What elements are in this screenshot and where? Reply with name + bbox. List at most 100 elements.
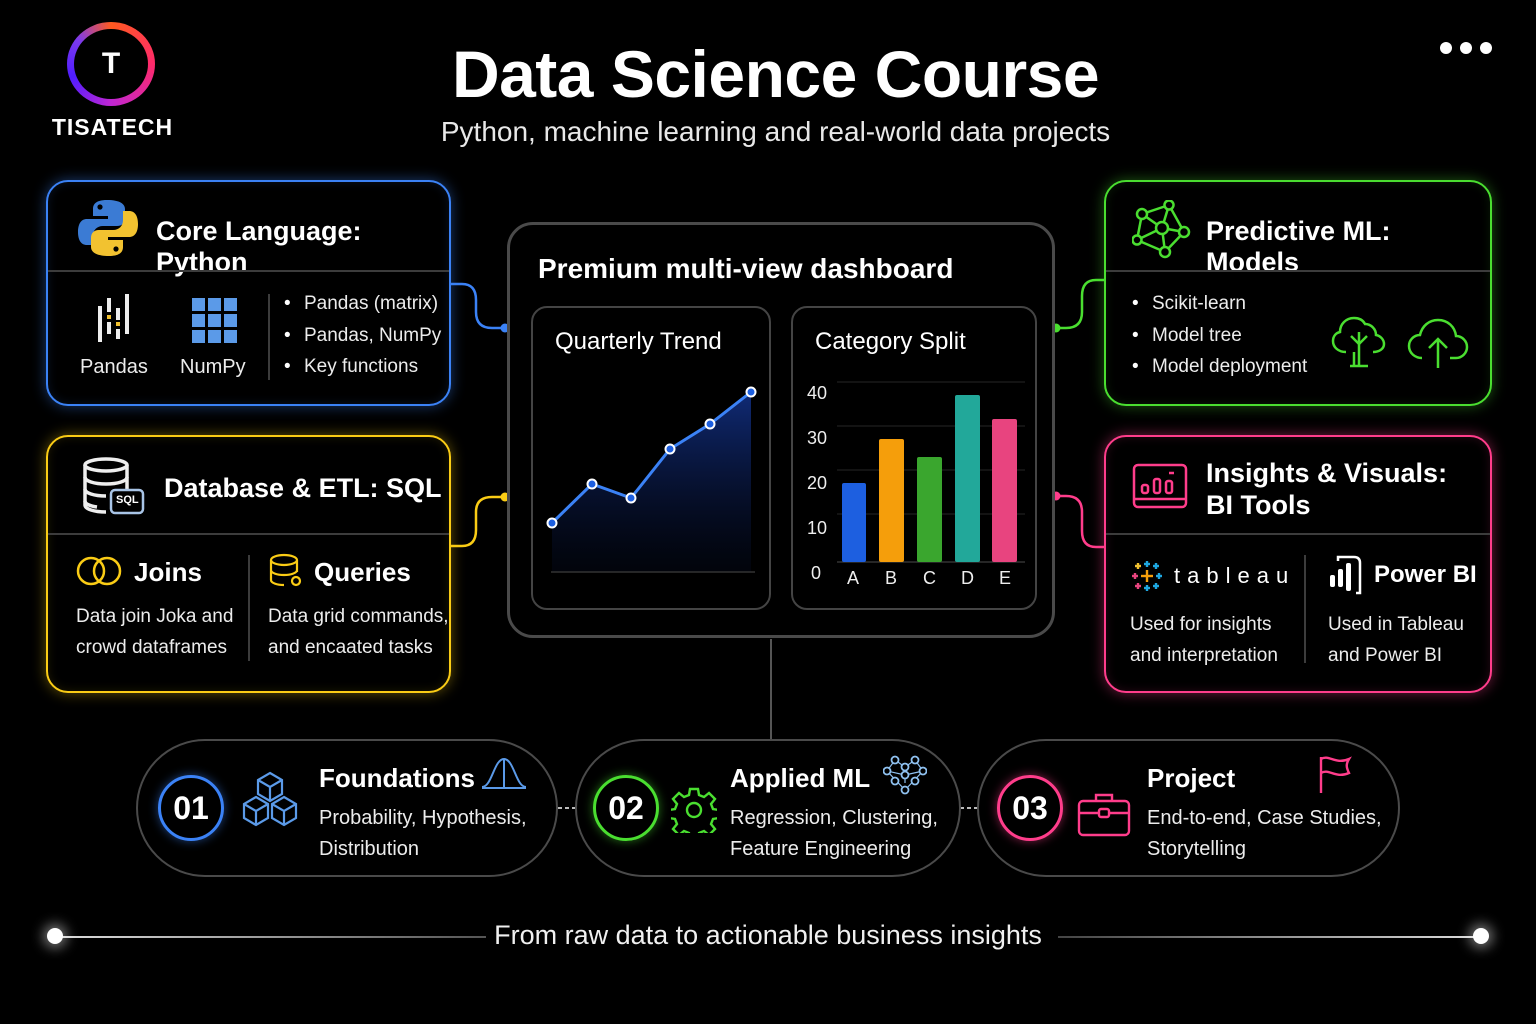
ml-card[interactable]: Predictive ML: Models Scikit-learn Model…: [1104, 180, 1492, 406]
brand-name: TISATECH: [51, 114, 174, 140]
cloud-upload-icon: [1406, 314, 1470, 375]
gear-icon: [667, 787, 721, 841]
bi-title-line: Insights & Visuals:: [1206, 458, 1448, 488]
quarterly-trend-title: Quarterly Trend: [555, 328, 722, 355]
tree-icon: [1330, 310, 1388, 375]
step-project[interactable]: 03 Project End-to-end, Case Studies, Sto…: [977, 739, 1400, 877]
ml-card-title: Predictive ML: Models: [1206, 216, 1391, 277]
column-separator: [248, 555, 250, 661]
step-number-badge: 03: [997, 775, 1063, 841]
dashboard-title: Premium multi-view dashboard: [538, 253, 954, 284]
bullet-item: Key functions: [282, 351, 441, 383]
footer-dot-right: [1473, 928, 1489, 944]
powerbi-logo-icon: [1330, 555, 1362, 595]
step-description: Regression, Clustering, Feature Engineer…: [730, 803, 938, 865]
flag-icon: [1317, 755, 1353, 800]
bi-title-line: BI Tools: [1206, 490, 1311, 520]
python-card[interactable]: Core Language: Python Pandas NumPy Panda…: [46, 180, 451, 406]
card-divider: [1106, 533, 1490, 535]
bullet-item: Pandas (matrix): [282, 288, 441, 320]
python-card-title: Core Language: Python: [156, 216, 362, 277]
powerbi-brand: Power BI: [1328, 555, 1477, 595]
database-query-icon: [268, 553, 304, 594]
step-foundations[interactable]: 01 Foundations Probability, Hypothesis, …: [136, 739, 558, 877]
network-graph-icon: [1131, 199, 1194, 265]
step-desc-line: Distribution: [319, 838, 420, 860]
bi-card[interactable]: Insights & Visuals: BI Tools tableau Use…: [1104, 435, 1492, 693]
y-axis-ticks: 40 30 20 10 0: [807, 371, 827, 596]
column-separator: [1304, 555, 1306, 663]
step-applied-ml[interactable]: 02 Applied ML Regression, Clustering, Fe…: [575, 739, 961, 877]
card-divider: [1106, 270, 1490, 272]
joins-line: Data join Joka and: [76, 606, 234, 627]
more-dot: [1480, 42, 1492, 54]
step-description: End-to-end, Case Studies, Storytelling: [1147, 803, 1382, 865]
footer-line-right: [1058, 936, 1482, 938]
footer-tagline: From raw data to actionable business ins…: [494, 920, 1042, 950]
numpy-grid-icon: [192, 298, 238, 349]
y-tick: 40: [807, 383, 828, 403]
python-logo-icon: [76, 196, 140, 265]
step-desc-line: Probability, Hypothesis,: [319, 807, 527, 829]
powerbi-wordmark: Power BI: [1374, 561, 1477, 588]
tableau-brand: tableau: [1130, 559, 1295, 593]
ml-bullet-list: Scikit-learn Model tree Model deployment: [1130, 288, 1307, 383]
card-divider: [48, 270, 449, 272]
quarterly-trend-panel[interactable]: Quarterly Trend: [531, 306, 771, 610]
category-split-panel[interactable]: Category Split 40 30 20 10 0 A B C D E: [791, 306, 1037, 610]
numpy-label: NumPy: [180, 356, 246, 378]
powerbi-description: Used in Tableau and Power BI: [1328, 609, 1464, 671]
python-bullet-list: Pandas (matrix) Pandas, NumPy Key functi…: [282, 288, 441, 383]
column-separator: [268, 294, 270, 380]
step-desc-line: End-to-end, Case Studies,: [1147, 807, 1382, 829]
tableau-description: Used for insights and interpretation: [1130, 609, 1278, 671]
database-sql-icon: SQL: [82, 457, 146, 522]
step-desc-line: Feature Engineering: [730, 838, 912, 860]
tableau-line: and interpretation: [1130, 645, 1278, 666]
x-tick: C: [923, 568, 936, 588]
y-tick: 0: [811, 563, 822, 583]
step-desc-line: Storytelling: [1147, 838, 1246, 860]
tableau-line: Used for insights: [1130, 614, 1272, 635]
dashboard-panel[interactable]: Premium multi-view dashboard Quarterly T…: [507, 222, 1055, 638]
cubes-icon: [238, 771, 302, 842]
bell-curve-icon: [480, 755, 528, 796]
logo-letter: T: [101, 47, 121, 80]
joins-line: crowd dataframes: [76, 637, 228, 658]
bar-chart-monitor-icon: [1132, 463, 1188, 514]
x-tick: E: [999, 568, 1012, 588]
powerbi-line: and Power BI: [1328, 645, 1443, 666]
queries-line: Data grid commands,: [268, 606, 449, 627]
x-tick: B: [885, 568, 898, 588]
step-title: Foundations: [319, 763, 475, 793]
sql-card[interactable]: SQL Database & ETL: SQL Joins Data join …: [46, 435, 451, 693]
joins-title: Joins: [134, 557, 202, 587]
step-title: Project: [1147, 763, 1236, 793]
powerbi-line: Used in Tableau: [1328, 614, 1464, 635]
more-menu-button[interactable]: [1440, 42, 1492, 54]
bullet-item: Model deployment: [1130, 351, 1307, 383]
sql-card-title: Database & ETL: SQL: [164, 473, 442, 503]
more-dot: [1460, 42, 1472, 54]
step-description: Probability, Hypothesis, Distribution: [319, 803, 527, 865]
queries-line: and encaated tasks: [268, 637, 433, 658]
y-tick: 30: [807, 428, 828, 448]
pandas-label: Pandas: [80, 356, 148, 378]
footer-dot-left: [47, 928, 63, 944]
bi-card-title: Insights & Visuals: BI Tools: [1206, 457, 1447, 521]
y-tick: 20: [807, 473, 828, 493]
tableau-wordmark: tableau: [1174, 563, 1296, 588]
brand-logo: T: [67, 22, 155, 106]
step-desc-line: Regression, Clustering,: [730, 807, 938, 829]
page-title: Data Science Course: [451, 37, 1100, 111]
venn-join-icon: [76, 555, 124, 592]
x-axis-labels: A B C D E: [847, 568, 1037, 589]
page-subtitle: Python, machine learning and real-world …: [440, 116, 1111, 147]
x-tick: A: [847, 568, 860, 588]
queries-description: Data grid commands, and encaated tasks: [268, 601, 449, 663]
sql-badge: SQL: [116, 494, 139, 506]
y-tick: 10: [807, 518, 828, 538]
category-split-chart: [837, 381, 1025, 563]
more-horizontal-icon: [1440, 42, 1452, 54]
neural-network-icon: [882, 755, 928, 800]
